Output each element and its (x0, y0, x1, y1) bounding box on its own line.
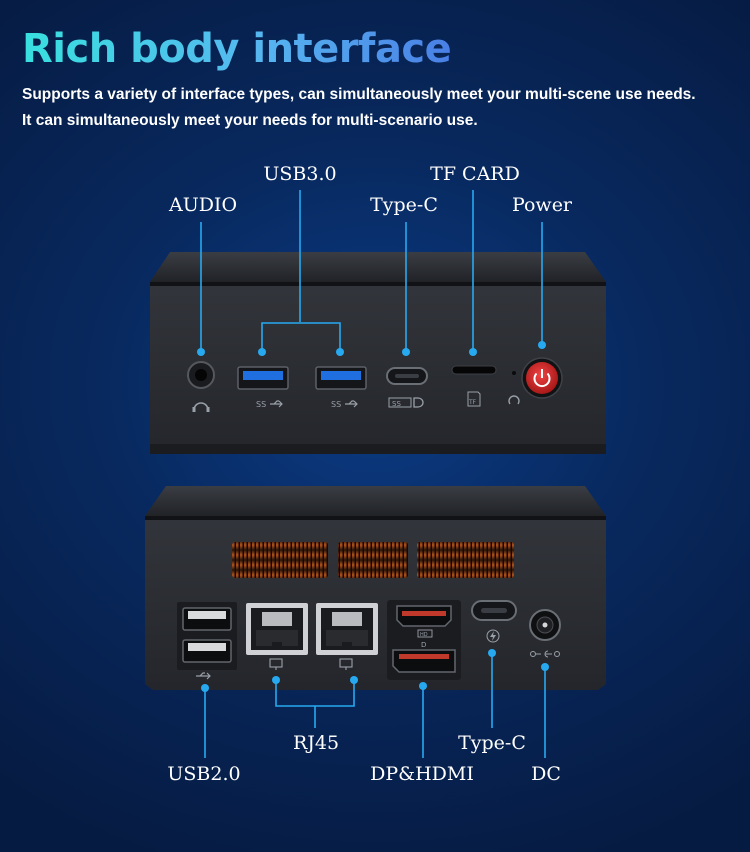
label-tf-card: TF CARD (430, 163, 520, 185)
usb2-icon (196, 672, 211, 680)
label-power: Power (511, 194, 573, 216)
svg-text:SS: SS (392, 400, 401, 408)
vent-2 (338, 542, 408, 578)
usb-ss-mark-2: SS (331, 400, 341, 409)
vent-1 (232, 542, 328, 578)
back-device: HD D (145, 486, 606, 690)
status-led (512, 371, 516, 375)
headphone-icon (192, 402, 210, 412)
label-typec-front: Type-C (370, 194, 438, 216)
rj45-port-2 (316, 603, 378, 655)
front-device: SS SS SS TF (150, 252, 606, 454)
power-led-icon (508, 395, 520, 405)
label-audio: AUDIO (168, 194, 238, 216)
usb-icon (270, 400, 358, 408)
usb3-port-2 (315, 366, 367, 390)
label-rj45: RJ45 (292, 732, 340, 754)
dp-icon: D (421, 641, 426, 649)
label-usb2: USB2.0 (167, 763, 241, 785)
label-dp-hdmi: DP&HDMI (370, 763, 474, 785)
vent-3 (417, 542, 514, 578)
subtitle-line-1: Supports a variety of interface types, c… (22, 86, 696, 103)
front-callout-dots (197, 341, 546, 356)
network-icon (269, 658, 353, 670)
usb2-ports (177, 602, 237, 670)
audio-port (187, 361, 215, 389)
power-button (521, 357, 563, 399)
back-callout-dots (201, 649, 549, 692)
typec-ss-icon: SS (388, 397, 424, 408)
front-callout-lines (200, 190, 543, 352)
typec-port-back (471, 600, 517, 621)
rj45-port-1 (246, 603, 308, 655)
svg-text:HD: HD (420, 632, 428, 638)
usb3-port-1 (237, 366, 289, 390)
label-typec-back: Type-C (458, 732, 526, 754)
typec-port-front (386, 367, 428, 385)
dc-jack (529, 609, 561, 641)
subtitle-line-2: It can simultaneously meet your needs fo… (22, 112, 478, 129)
tf-card-slot (451, 365, 497, 375)
dc-polarity-icon (530, 650, 560, 658)
label-usb3: USB3.0 (263, 163, 337, 185)
page-title: Rich body interface (22, 26, 452, 72)
usb-ss-mark-1: SS (256, 400, 266, 409)
dp-port (392, 649, 456, 673)
label-dc: DC (531, 763, 561, 785)
svg-text:TF: TF (468, 399, 477, 406)
back-callout-lines (204, 653, 546, 758)
hdmi-icon: HD (417, 629, 433, 638)
lightning-icon (486, 629, 500, 643)
tf-card-icon: TF (467, 391, 481, 407)
